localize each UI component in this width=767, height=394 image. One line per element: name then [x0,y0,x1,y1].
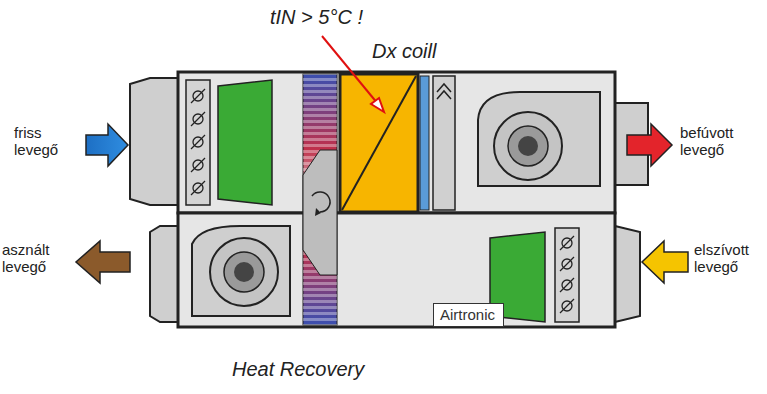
exhaust-fan [210,238,278,306]
filter [218,80,272,205]
component-label: Heat Recovery [232,358,364,381]
temperature-note: tIN > 5°C ! [270,6,363,29]
leader-arrowhead [371,98,384,112]
damper [186,80,210,205]
fresh-air-arrow [86,124,128,166]
rotation-arrow [312,192,330,212]
damper-blade-axis [191,158,205,172]
damper-blade-axis [191,135,205,149]
air-stream-label: befúvott levegő [680,124,750,159]
damper-blade-axis [191,112,205,126]
fan-wheel [224,252,264,292]
damper-blade-axis [191,181,205,195]
damper-blade-axis [560,278,574,292]
damper-blade-axis [191,89,205,103]
damper-blade-axis [560,257,574,271]
air-stream-label: elszívott levegő [694,241,760,276]
damper-blade-axis [560,299,574,313]
supply-fan-housing [478,92,600,186]
supply-fan [494,112,562,180]
upper-housing [178,72,615,213]
damper [555,228,579,322]
brand-plate: Airtronic [433,303,504,327]
extract-flange [615,226,640,322]
rotary-heat-exchanger [303,74,337,325]
leader-line [322,36,378,104]
cooling-bar [420,76,429,210]
damper-blades [191,89,205,195]
extract-air-arrow [642,241,688,283]
inlet-flange [130,78,178,205]
rotor-hub [303,150,337,275]
rotor-stripes [303,74,337,325]
dx-coil [340,74,418,212]
brand-name: Airtronic [440,306,497,323]
eliminator-chevron [437,84,451,99]
rotation-arrowhead [315,208,321,216]
fan-wheel [508,126,548,166]
fan-hub [518,136,538,156]
damper-blades [560,236,574,313]
lower-housing [178,213,615,327]
damper-blade-axis [560,236,574,250]
droplet-eliminator [433,76,455,210]
exhaust-fan-housing [192,226,290,316]
fan-hub [234,262,254,282]
outlet-flange [150,226,178,322]
supply-air-arrow [627,124,672,166]
component-label: Dx coill [372,40,436,63]
coil-diagonal [342,76,416,210]
air-stream-label: asznált levegő [2,241,64,276]
exhaust-air-arrow [76,241,130,283]
air-stream-label: friss levegő [14,124,74,159]
